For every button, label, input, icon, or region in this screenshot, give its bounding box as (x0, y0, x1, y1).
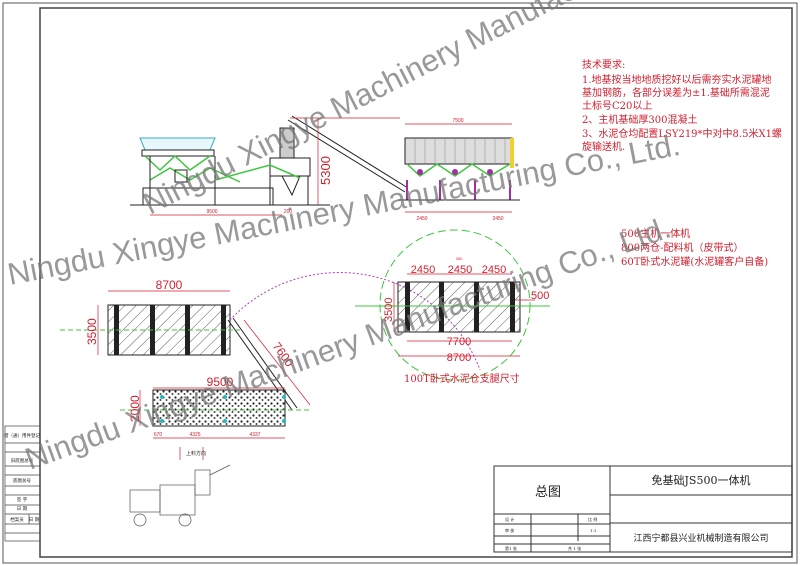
scale-value: 1:1 (590, 528, 596, 533)
title-block (493, 465, 793, 553)
base-length-dimension: 9500 (206, 209, 217, 215)
drawing-name: 总图 (535, 485, 561, 500)
inner-frame (39, 7, 793, 558)
plan-mixer-dimension-lines (97, 290, 311, 406)
technical-requirements: 技术要求: 1.地基按当地地质挖好以后需夯实水泥罐地 基加钢筋，各部分误差为±1… (582, 58, 782, 153)
screw-conveyor (287, 115, 409, 193)
side-record-table (4, 425, 41, 542)
silo-swing-circle (379, 229, 531, 381)
silo-length-dimension: 7500 (452, 118, 463, 124)
mixer-width-dimension: 3500 (85, 318, 99, 345)
side-table-cell: 底图总号 (13, 477, 31, 484)
mixer-length-dimension: 8700 (156, 278, 183, 292)
plan-mixer-foundation (60, 304, 298, 411)
feed-direction-label: 上料方向 (186, 450, 206, 457)
leg-dimension: 2450 (416, 216, 427, 222)
equipment-item: 500主机一体机 (621, 227, 690, 240)
sheet-total: 共 1 张 (568, 545, 581, 551)
batcher-length-dimension: 9500 (207, 375, 234, 389)
silo-span-dimension: 2450 (482, 264, 506, 276)
offset-dimension: 200 (284, 209, 293, 215)
height-dimension: 5300 (318, 156, 333, 185)
equipment-list: 500主机一体机 800两仓-配料机（皮带式） 60T卧式水泥罐(水泥罐客户自备… (621, 227, 768, 268)
silo-caption: 100T卧式水泥仓支腿尺寸 (404, 372, 520, 385)
side-table-cell: 旧底图总号 (11, 457, 34, 464)
review-label: 审 核 (505, 527, 514, 533)
elevation-dimension-lines (150, 117, 512, 216)
design-label: 设 计 (505, 516, 514, 522)
requirement-line: 土标号C20以上 (582, 99, 652, 112)
requirement-line: 1.地基按当地地质挖好以后需夯实水泥罐地 (582, 73, 772, 86)
scale-label: 比 例 (588, 516, 597, 522)
silo-span-dimension: 2450 (448, 264, 472, 276)
requirements-title: 技术要求: (582, 58, 625, 71)
batcher-seg-dimension: 670 (154, 432, 163, 438)
requirement-line: 3、水泥仓均配置LSY219*中对中8.5米X1螺 (582, 127, 782, 140)
equipment-item: 800两仓-配料机（皮带式） (621, 241, 743, 254)
side-table-cell: 档案员 (10, 516, 24, 523)
side-table-cell: 日 期 (17, 506, 28, 512)
silo-outer-dimension: 8700 (447, 352, 471, 364)
requirement-line: 旋输送机. (582, 140, 625, 153)
elevation-silo (398, 137, 520, 201)
batcher-seg-dimension: 4325 (189, 432, 200, 438)
loader-sketch (129, 464, 231, 527)
plan-silo-dimension-lines (393, 273, 535, 357)
elevation-mixer (214, 127, 311, 205)
plan-silo-foundation (355, 281, 550, 333)
leg-dimension: 2450 (492, 216, 503, 222)
company-name: 江西宁都县兴业机械制造有限公司 (633, 532, 768, 544)
product-name: 免基础JS500一体机 (652, 473, 751, 487)
plan-batcher-dimension-lines (139, 387, 285, 460)
equipment-item: 60T卧式水泥罐(水泥罐客户自备) (621, 255, 768, 268)
silo-side-dimension: 500 (531, 290, 549, 302)
batcher-width-dimension: 2000 (128, 395, 142, 422)
requirement-line: 基加钢筋，各部分误差为±1.基础所需混泥 (582, 86, 770, 99)
silo-inner-dimension: 7700 (447, 336, 471, 348)
requirement-line: 2、主机基础厚300混凝土 (582, 113, 697, 126)
plan-batcher-foundation (120, 389, 310, 427)
side-table-cell: 借（通）用件登记 (4, 432, 40, 439)
silo-top-dimension: 350 (456, 256, 463, 261)
side-table-cell: 签 字 (17, 496, 28, 503)
batcher-seg-dimension: 4337 (249, 432, 260, 438)
silo-width-dimension: 3500 (383, 298, 395, 322)
silo-span-dimension: 2450 (411, 264, 435, 276)
sheet-number: 第1 张 (505, 545, 517, 551)
side-table-cell: 日 期 (29, 517, 40, 523)
